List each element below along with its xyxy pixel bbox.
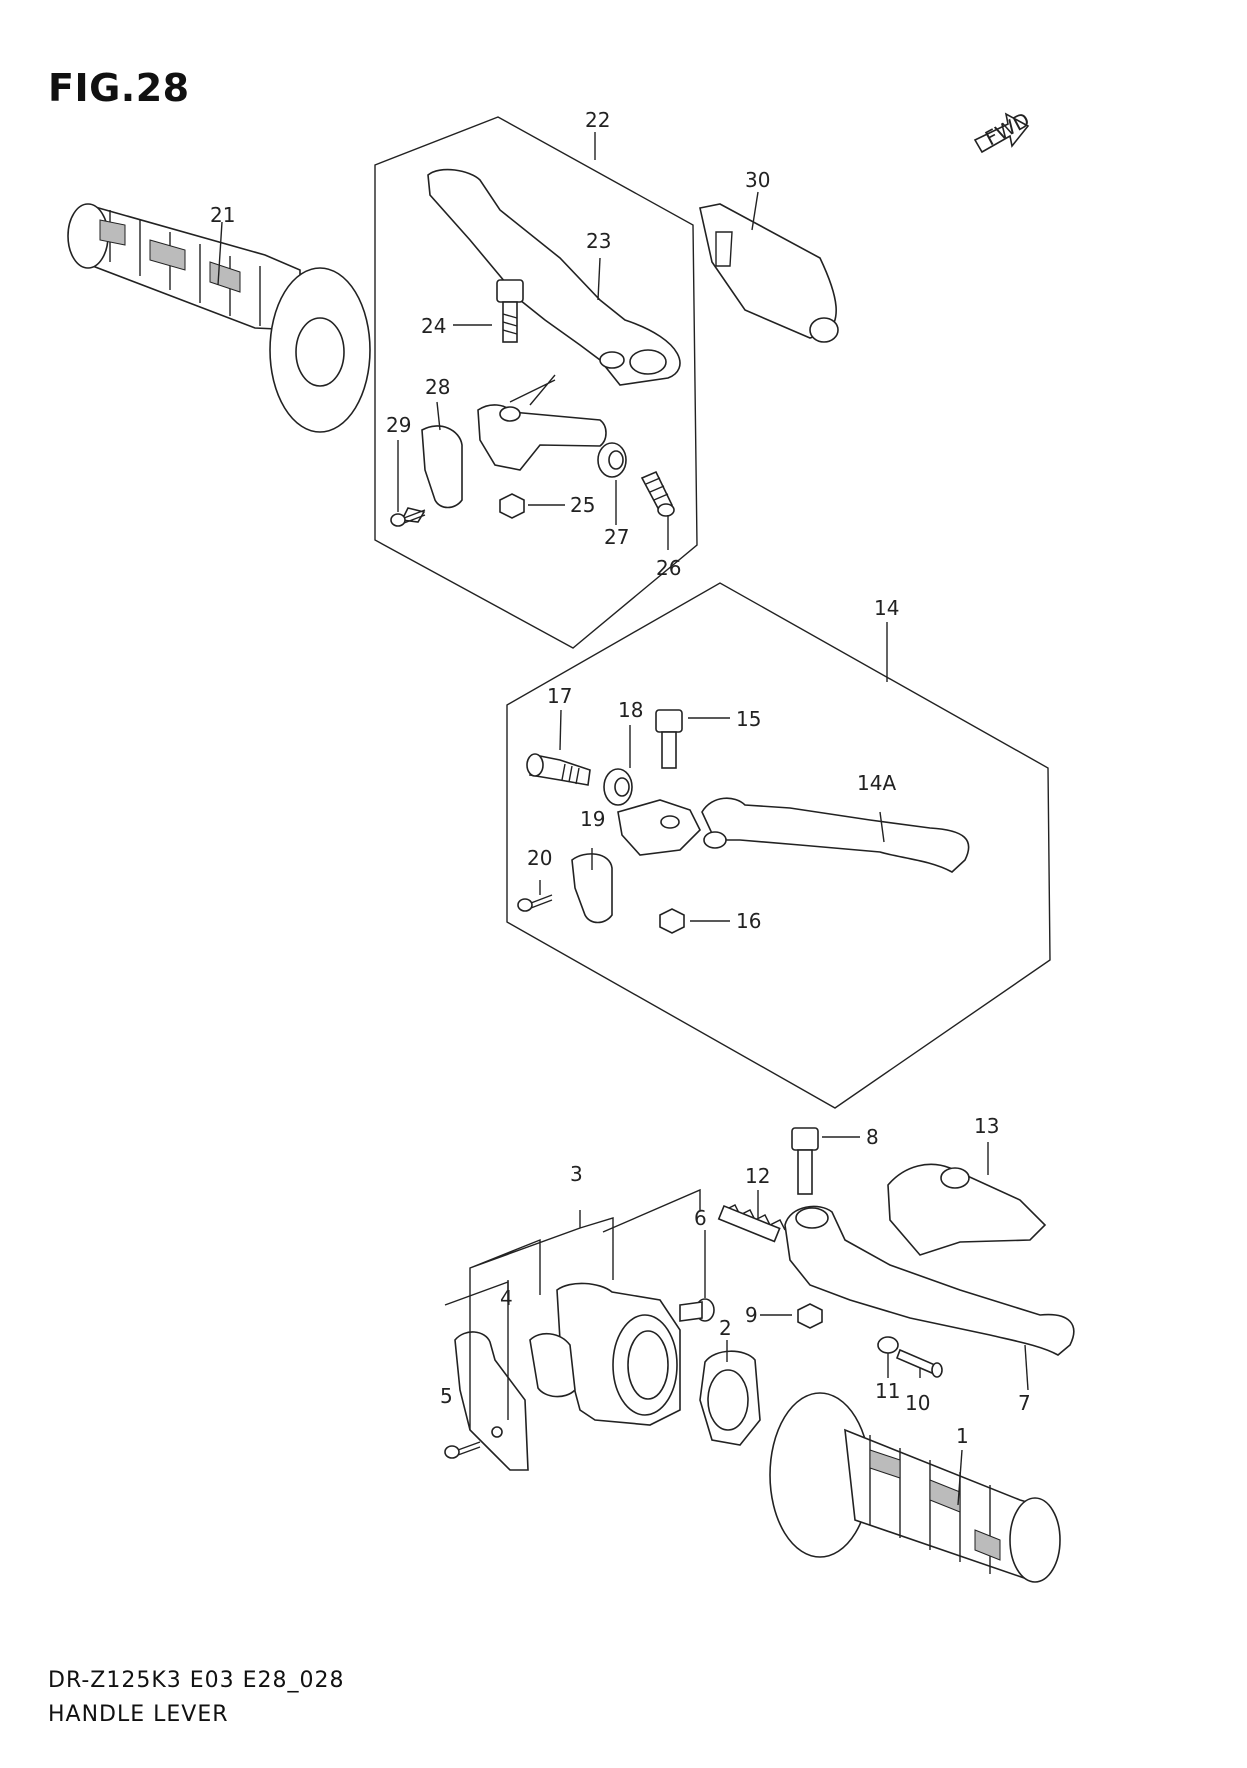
adjuster-17 (526, 753, 591, 786)
callout-27: 27 (604, 525, 629, 549)
bolt-8 (791, 1127, 819, 1195)
lever-cover-30 (699, 203, 839, 343)
fwd-label: FWD (981, 107, 1033, 150)
callout-2: 2 (719, 1316, 732, 1340)
callout-23: 23 (586, 229, 611, 253)
screw-20 (517, 894, 553, 912)
callout-15: 15 (736, 707, 761, 731)
callout-7: 7 (1018, 1391, 1031, 1415)
drawing-code: DR-Z125K3 E03 E28_028 (48, 1668, 345, 1693)
bolt-10 (895, 1348, 943, 1378)
callout-17: 17 (547, 684, 572, 708)
figure-title: FIG.28 (48, 66, 190, 110)
callout-13: 13 (974, 1114, 999, 1138)
callout-1: 1 (956, 1424, 969, 1448)
callout-labels: 22 21 30 23 24 28 29 25 27 26 14 17 18 1… (210, 108, 1031, 1448)
callout-29: 29 (386, 413, 411, 437)
callout-4: 4 (500, 1286, 513, 1310)
assembly-22-frame (374, 116, 698, 649)
screw-5 (444, 1441, 481, 1459)
lever-23 (427, 168, 681, 406)
callout-5: 5 (440, 1384, 453, 1408)
callout-9: 9 (745, 1303, 758, 1327)
nut-9 (797, 1303, 823, 1329)
bolt-24 (496, 279, 524, 343)
callout-3: 3 (570, 1162, 583, 1186)
callout-8: 8 (866, 1125, 879, 1149)
lever-cover-13 (887, 1163, 1047, 1256)
throttle-sleeve-2 (699, 1350, 761, 1446)
callout-18: 18 (618, 698, 643, 722)
nut-16 (659, 908, 685, 934)
callout-26: 26 (656, 556, 681, 580)
bolt-15 (655, 709, 683, 769)
switch-housing-3 (529, 1282, 681, 1426)
collar-11 (877, 1336, 899, 1354)
nut-25 (499, 493, 525, 519)
callout-11: 11 (875, 1379, 900, 1403)
callout-22: 22 (585, 108, 610, 132)
callout-25: 25 (570, 493, 595, 517)
callout-19: 19 (580, 807, 605, 831)
callout-12: 12 (745, 1164, 770, 1188)
callout-28: 28 (425, 375, 450, 399)
lever-7 (784, 1205, 1075, 1356)
callout-10: 10 (905, 1391, 930, 1415)
cover-4 (454, 1331, 529, 1471)
callout-14: 14 (874, 596, 899, 620)
assembly-14-frame (506, 582, 1051, 1109)
drawing-name: HANDLE LEVER (48, 1702, 229, 1727)
callout-6: 6 (694, 1206, 707, 1230)
fwd-direction-icon: FWD (973, 107, 1034, 154)
lever-holder-upper (400, 404, 607, 523)
callout-16: 16 (736, 909, 761, 933)
grip-left-21 (67, 203, 371, 433)
nut-18 (603, 768, 633, 806)
bolt-6 (679, 1298, 715, 1322)
leader-lines (217, 132, 1029, 1506)
callout-14a: 14A (857, 771, 896, 795)
adjuster-nut-27 (597, 442, 627, 478)
callout-20: 20 (527, 846, 552, 870)
callout-24: 24 (421, 314, 446, 338)
spring-12 (717, 1204, 786, 1243)
adjuster-bolt-26 (640, 470, 675, 517)
grip-right-1 (769, 1392, 1061, 1583)
lever-14a (701, 797, 970, 873)
callout-30: 30 (745, 168, 770, 192)
lever-holder-lower (571, 799, 701, 924)
callout-21: 21 (210, 203, 235, 227)
screw-29 (390, 509, 426, 527)
